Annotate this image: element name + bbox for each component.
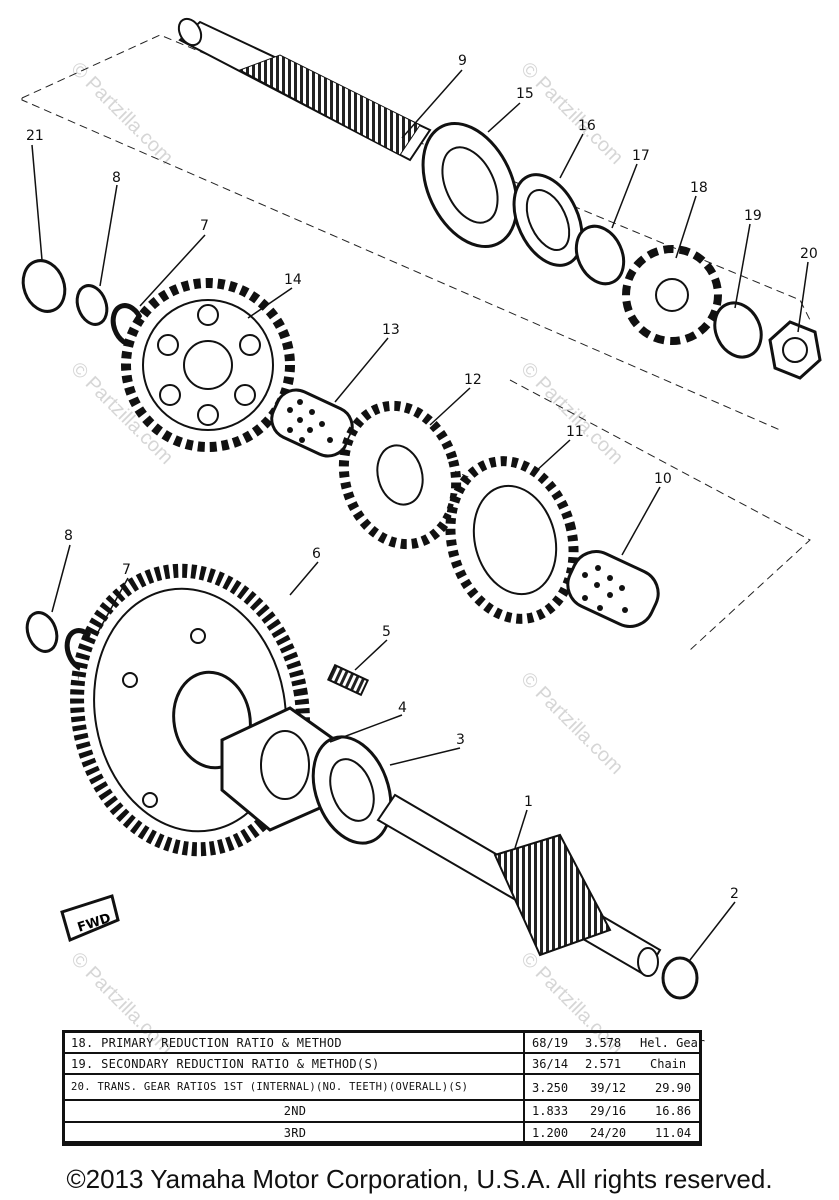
watermark: © Partzilla.com xyxy=(66,58,177,169)
callout-label: 8 xyxy=(112,170,121,186)
drive-axle-1 xyxy=(376,793,662,977)
table-row: 20. TRANS. GEAR RATIOS 1ST (INTERNAL)(NO… xyxy=(65,1075,699,1101)
cap-2 xyxy=(661,956,699,1000)
callout-label: 1 xyxy=(524,794,533,810)
callout-label: 13 xyxy=(382,322,400,338)
bearing-3 xyxy=(311,735,393,845)
gear-11 xyxy=(445,456,579,624)
callout-label: 18 xyxy=(690,180,708,196)
watermark: © Partzilla.com xyxy=(516,58,627,169)
specification-table: 18. PRIMARY REDUCTION RATIO & METHOD 68/… xyxy=(62,1030,705,1146)
callout-label: 4 xyxy=(398,700,407,716)
callout-label: 17 xyxy=(632,148,650,164)
circlip-8-lower xyxy=(25,611,59,653)
table-row: 19. SECONDARY REDUCTION RATIO & METHOD(S… xyxy=(65,1054,699,1075)
table-row: 3RD 1.200 24/20 11.04 xyxy=(65,1123,699,1143)
callout-label: 3 xyxy=(456,732,465,748)
table-row-label: 3RD xyxy=(283,1126,307,1140)
leader-lines xyxy=(31,69,809,961)
main-axle-9 xyxy=(177,17,432,162)
table-row-label: 2ND xyxy=(283,1104,307,1118)
copyright-notice: ©2013 Yamaha Motor Corporation, U.S.A. A… xyxy=(66,1164,773,1194)
callout-label: 10 xyxy=(654,471,672,487)
table-cell: 3.250 xyxy=(532,1081,569,1095)
callout-label: 20 xyxy=(800,246,818,262)
table-cell: Chain xyxy=(650,1057,687,1071)
callout-label: 21 xyxy=(26,128,44,144)
table-cell: 29/16 xyxy=(590,1104,627,1118)
table-divider xyxy=(523,1033,525,1143)
table-row: 18. PRIMARY REDUCTION RATIO & METHOD 68/… xyxy=(65,1033,705,1054)
table-cell: 3.578 xyxy=(585,1036,622,1050)
watermark: © Partzilla.com xyxy=(516,668,627,779)
callout-label: 2 xyxy=(730,886,739,902)
table-cell: 16.86 xyxy=(655,1104,692,1118)
callout-label: 6 xyxy=(312,546,321,562)
gear-12 xyxy=(338,400,462,550)
bearing-15 xyxy=(421,121,519,249)
lock-washer-19 xyxy=(713,301,763,359)
table-cell: 29.90 xyxy=(655,1081,692,1095)
gear-13 xyxy=(270,388,354,458)
nut-20 xyxy=(768,320,822,380)
callout-label: 5 xyxy=(382,624,391,640)
callout-label: 12 xyxy=(464,372,482,388)
collar-17 xyxy=(574,224,626,286)
callout-label: 19 xyxy=(744,208,762,224)
table-cell: 1.200 xyxy=(532,1126,569,1140)
washer-21 xyxy=(21,259,67,313)
table-row-label: 18. PRIMARY REDUCTION RATIO & METHOD xyxy=(71,1036,342,1050)
oil-seal-16 xyxy=(512,173,584,267)
callout-label: 11 xyxy=(566,424,584,440)
table-cell: 2.571 xyxy=(585,1057,622,1071)
callout-label: 7 xyxy=(200,218,209,234)
gear-14 xyxy=(121,278,295,452)
callout-label: 9 xyxy=(458,53,467,69)
callout-label: 7 xyxy=(122,562,131,578)
callout-label: 15 xyxy=(516,86,534,102)
callout-label: 16 xyxy=(578,118,596,134)
table-cell: 11.04 xyxy=(655,1126,692,1140)
table-cell: 39/12 xyxy=(590,1081,627,1095)
table-row-label: 20. TRANS. GEAR RATIOS 1ST (INTERNAL)(NO… xyxy=(71,1081,469,1093)
table-cell: 24/20 xyxy=(590,1126,627,1140)
gear-10 xyxy=(566,550,660,628)
callout-label: 14 xyxy=(284,272,302,288)
fwd-arrow-icon: FWD xyxy=(60,894,120,943)
table-cell: 36/14 xyxy=(532,1057,569,1071)
table-row: 2ND 1.833 29/16 16.86 xyxy=(65,1101,699,1123)
table-cell: 68/19 xyxy=(532,1036,569,1050)
callout-label: 8 xyxy=(64,528,73,544)
bolt-5 xyxy=(326,663,370,697)
table-cell: 1.833 xyxy=(532,1104,569,1118)
drive-sprocket-18 xyxy=(622,245,722,345)
table-cell: Hel. Gear xyxy=(640,1036,706,1050)
callout-numbers: 9 15 16 17 18 19 20 21 8 7 14 13 12 11 1… xyxy=(26,53,818,902)
table-row-label: 19. SECONDARY REDUCTION RATIO & METHOD(S… xyxy=(71,1057,380,1071)
circlip-8-upper xyxy=(75,284,109,326)
